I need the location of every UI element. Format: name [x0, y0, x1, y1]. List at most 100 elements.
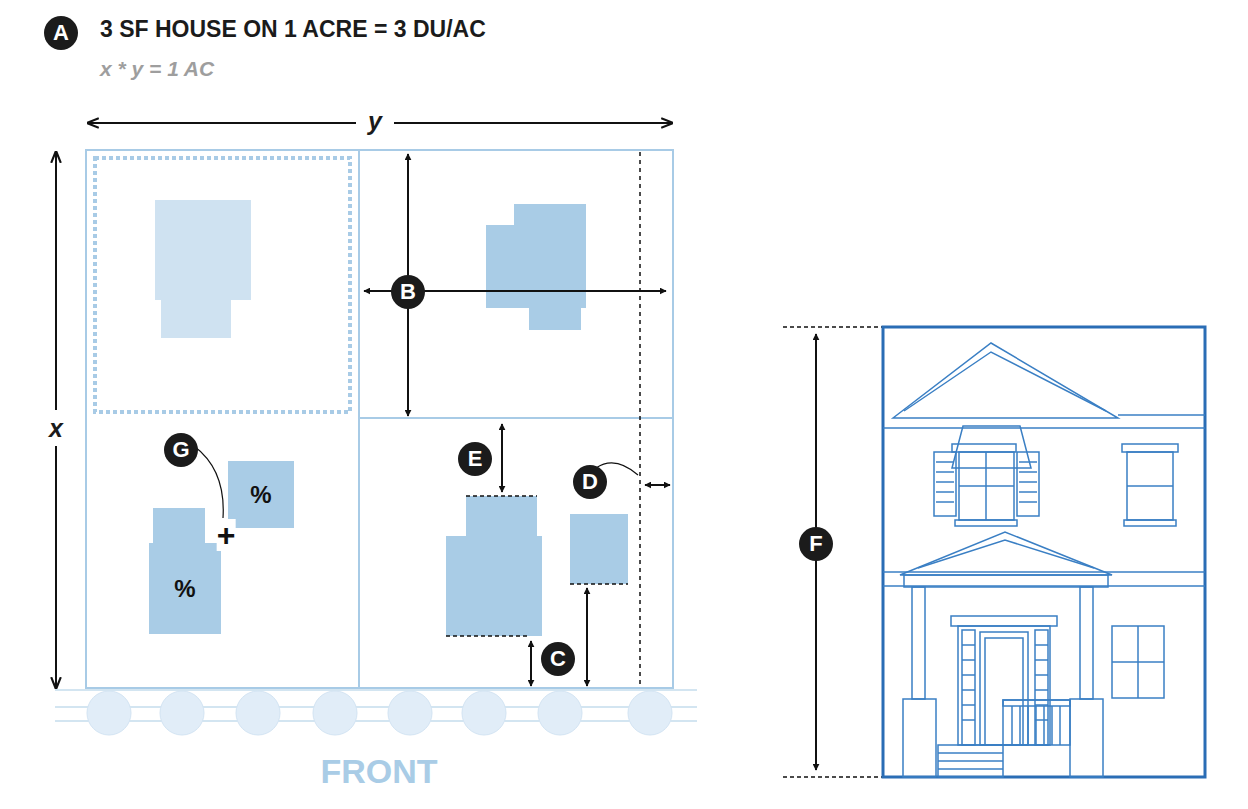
house-elevation-part	[962, 659, 975, 661]
street-part	[55, 706, 697, 708]
setback-lines-part	[639, 152, 641, 688]
node-text: %	[250, 481, 271, 509]
street-trees-part	[236, 691, 280, 735]
house-elevation-part	[962, 674, 975, 676]
height-dimension-part	[783, 326, 883, 328]
street-part	[55, 689, 697, 691]
house-elevation-part	[900, 532, 1112, 575]
callout-letter: A	[44, 16, 78, 50]
house-elevation-part	[959, 452, 1014, 520]
house-elevation-part	[952, 444, 1016, 452]
house-elevation-part	[1122, 444, 1178, 452]
callout-letter: F	[799, 527, 833, 561]
title: 3 SF HOUSE ON 1 ACRE = 3 DU/AC	[100, 16, 486, 43]
dimension-arrows-part	[645, 484, 670, 486]
house-elevation-part	[1043, 706, 1045, 745]
street	[55, 690, 697, 721]
house-elevation-part	[1019, 471, 1037, 473]
callout-letter: B	[391, 275, 425, 309]
house-footprint-part	[486, 225, 557, 308]
street-part	[55, 720, 697, 722]
house-elevation-part	[936, 471, 954, 473]
house-elevation-part	[1070, 699, 1103, 777]
house-elevation-part	[1051, 706, 1053, 745]
house-elevation-part	[936, 501, 954, 503]
house-elevation-part	[893, 343, 1118, 418]
node-text: E	[468, 446, 483, 472]
house-elevation-part	[904, 352, 1106, 411]
house-elevation-part	[1019, 706, 1021, 745]
house-elevation-part	[1127, 452, 1173, 520]
height-dimension	[783, 327, 883, 777]
house-elevation-part	[883, 571, 1205, 573]
house-elevation-part	[1035, 674, 1048, 676]
street-trees-part	[388, 691, 432, 735]
house-elevation-part	[938, 745, 1003, 777]
setback-lines-part	[570, 583, 628, 585]
house-elevation-part	[1035, 719, 1048, 721]
dimension-label: x	[45, 416, 67, 441]
house-elevation-part	[962, 644, 975, 646]
house-elevation-part	[903, 699, 936, 777]
house-elevation-part	[1019, 501, 1037, 503]
house-elevation-part	[1118, 414, 1205, 416]
frontage-label: FRONT	[320, 754, 437, 788]
dimension-arrows-part	[530, 641, 532, 686]
dimension-arrows-part	[501, 424, 503, 492]
house-elevation-part	[1035, 644, 1048, 646]
house-elevation-part	[1003, 700, 1070, 745]
house-footprint-light-part	[155, 200, 251, 300]
dimension-label: y	[364, 109, 386, 134]
street-trees-part	[313, 691, 357, 735]
house-elevation-part	[883, 427, 1205, 429]
house-elevation-part	[1019, 491, 1037, 493]
house-elevation-part	[936, 461, 954, 463]
house-elevation-part	[962, 719, 975, 721]
dimension-arrows	[56, 123, 672, 688]
node-text: B	[400, 279, 416, 305]
title-text: 3 SF HOUSE ON 1 ACRE = 3 DU/AC	[100, 16, 486, 42]
house-elevation-part	[951, 616, 1057, 626]
callout-letter: G	[164, 433, 198, 467]
lot-lines	[86, 150, 673, 688]
dimension-arrows-part	[88, 122, 356, 124]
house-elevation-part	[1027, 706, 1029, 745]
node-text: C	[550, 646, 566, 672]
subtitle: x * y = 1 AC	[100, 58, 214, 79]
height-dimension-part	[783, 776, 883, 778]
dimension-arrows-part	[55, 152, 57, 410]
node-text: %	[174, 575, 195, 603]
house-elevation-part	[936, 481, 954, 483]
leader-lines-part	[194, 446, 223, 518]
lot-coverage-box: %	[228, 461, 294, 528]
house-elevation-part	[962, 689, 975, 691]
dimension-arrows-part	[586, 588, 588, 686]
house-elevation-part	[959, 485, 1014, 487]
house-elevation-part	[1011, 706, 1013, 745]
house-footprint-part	[446, 536, 542, 636]
house-elevation-part	[936, 491, 954, 493]
house-elevation-part	[985, 638, 1023, 745]
node-text: G	[172, 437, 189, 463]
buildable-area	[95, 158, 350, 412]
house-elevation-part	[1035, 630, 1048, 745]
house-elevation-part	[1127, 485, 1173, 487]
house-elevation-part	[1035, 689, 1048, 691]
house-footprint-light-part	[161, 299, 231, 338]
house-footprint-part	[529, 300, 581, 330]
lot-lines-part	[359, 417, 673, 419]
house-elevation-part	[1019, 461, 1037, 463]
street-trees-part	[538, 691, 582, 735]
house-elevation-part	[883, 327, 1205, 777]
house-elevation-part	[938, 752, 1003, 754]
house-footprint-part	[153, 508, 205, 546]
house-elevation-part	[1035, 706, 1037, 745]
node-text: A	[53, 20, 69, 46]
callout-letter: D	[573, 465, 607, 499]
leader-lines	[194, 446, 638, 518]
house-elevation-part	[1019, 481, 1037, 483]
house-elevation-part	[962, 630, 975, 745]
dimension-arrows-part	[394, 122, 672, 124]
house-elevation	[883, 327, 1205, 777]
street-trees	[87, 691, 672, 735]
